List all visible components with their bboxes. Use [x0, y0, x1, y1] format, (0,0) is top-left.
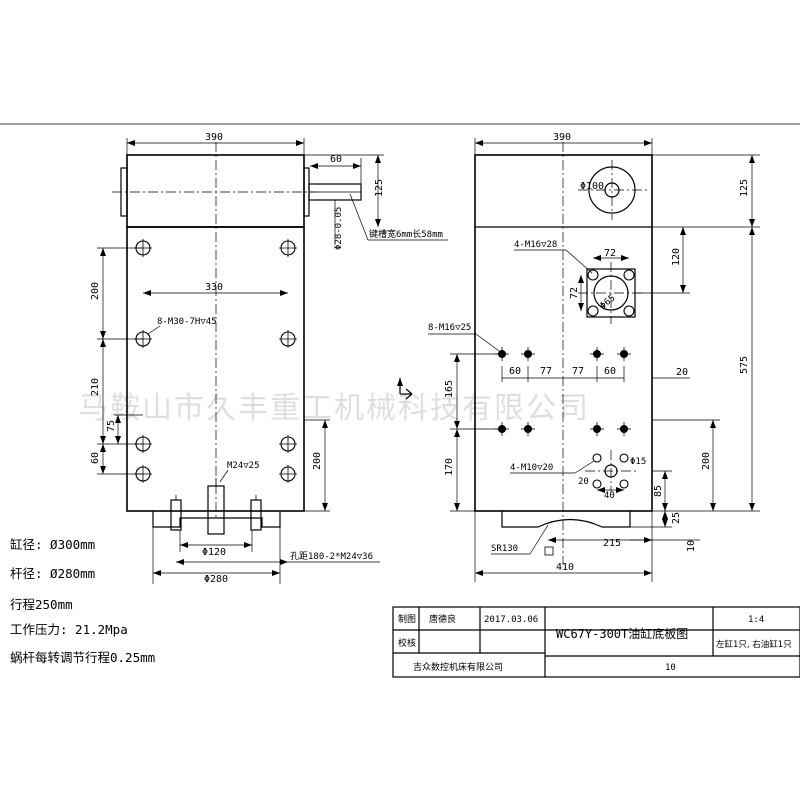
flange-holes-note: 4-M16▽28	[514, 240, 557, 250]
dim-200-right-label: 200	[701, 452, 712, 470]
dim-72-v-label: 72	[569, 287, 580, 299]
sheet-number: 10	[665, 663, 676, 673]
orientation-arrow-icon	[397, 378, 413, 400]
m10-note: 4-M10▽20	[510, 463, 553, 473]
left-main-body	[126, 226, 305, 512]
dim-dia-100-label: Φ100	[580, 181, 604, 192]
m10-hole	[592, 479, 602, 489]
dim-200-b-label: 200	[312, 452, 323, 470]
dim-72-h-label: 72	[604, 248, 616, 259]
dim-10-label: 10	[686, 540, 697, 552]
spacing-77-b: 77	[572, 366, 584, 377]
bolt-right	[250, 499, 262, 531]
dim-575-label: 575	[739, 356, 750, 374]
dim-40-label: 40	[604, 491, 615, 501]
drawing-title: WC67Y-300T油缸底板图	[556, 626, 688, 641]
dim-330-label: 330	[205, 282, 223, 293]
dim-390-left-label: 390	[205, 132, 223, 143]
m10-hole	[619, 453, 629, 463]
circle-dia-100	[588, 166, 636, 214]
drawing-scale: 1:4	[748, 615, 764, 625]
spec-adjust: 蜗杆每转调节行程0.25mm	[10, 650, 155, 665]
watermark: 马鞍山市久丰重工机械科技有限公司	[78, 391, 590, 426]
right-view: Φ100 Φ65 4-M16▽28 72 72 390 125 120	[428, 132, 760, 582]
dim-75-label: 75	[106, 420, 117, 432]
left-top-block	[126, 154, 305, 228]
dim-125-right-label: 125	[739, 179, 750, 197]
dim-60-shaft-label: 60	[330, 154, 342, 165]
left-threaded-holes	[134, 239, 297, 483]
dim-dia-280-label: Φ280	[204, 574, 228, 585]
drawn-label: 制图	[398, 613, 416, 625]
dim-60-left-label: 60	[90, 452, 101, 464]
specs: 缸径: Ø300mm 杆径: Ø280mm 行程250mm 工作压力: 21.2…	[10, 537, 155, 665]
dim-85-label: 85	[653, 485, 664, 497]
dim-200-a-label: 200	[90, 282, 101, 300]
bolt-note: M24▽25	[227, 461, 260, 471]
holes-note-8: 8-M30-7H▽45	[157, 317, 217, 327]
sr-marker	[544, 546, 554, 556]
flange-hole	[623, 269, 635, 281]
holes-note-8-m16: 8-M16▽25	[428, 323, 471, 333]
flange-hole	[587, 305, 599, 317]
drawn-by: 唐德良	[429, 613, 456, 625]
dim-170-label: 170	[444, 458, 455, 476]
dim-390-right-label: 390	[553, 132, 571, 143]
m10-hole	[619, 479, 629, 489]
flange-hole	[587, 269, 599, 281]
left-bottom-base	[152, 511, 281, 528]
right-bottom-base	[501, 511, 631, 528]
dim-210-label: 210	[90, 378, 101, 396]
shaft-dia-label: Φ28-0.05	[334, 207, 344, 250]
dim-165-label: 165	[444, 380, 455, 398]
spacing-60-b: 60	[604, 366, 616, 377]
title-block-frame	[392, 606, 800, 678]
right-hole-rows	[495, 347, 631, 436]
dim-dia-65-label: Φ65	[599, 293, 618, 311]
spec-rod: 杆径: Ø280mm	[10, 566, 95, 581]
dia-15-label: Φ15	[630, 457, 646, 467]
m10-hole	[592, 453, 602, 463]
drawing-date: 2017.03.06	[484, 615, 538, 625]
dim-20-label: 20	[676, 367, 688, 378]
right-main-body	[474, 154, 653, 512]
spec-bore: 缸径: Ø300mm	[10, 537, 95, 552]
dim-125-left-label: 125	[374, 179, 385, 197]
dim-215-label: 215	[603, 538, 621, 549]
sr130-label: SR130	[491, 544, 518, 554]
dim-dia-120-label: Φ120	[202, 547, 226, 558]
left-view: 390 60 125 Φ28-0.05 键槽宽6mm长58mm 330 8-M3…	[90, 132, 448, 585]
dim-410-label: 410	[556, 562, 574, 573]
spec-pressure: 工作压力: 21.2Mpa	[10, 622, 128, 637]
spacing-60-a: 60	[509, 366, 521, 377]
dim-20-b-label: 20	[578, 477, 589, 487]
checked-label: 校核	[398, 637, 416, 649]
dim-120-label: 120	[671, 248, 682, 266]
key-leader	[349, 193, 369, 241]
key-note: 键槽宽6mm长58mm	[369, 228, 443, 240]
dim-25-label: 25	[671, 512, 682, 524]
quantity-note: 左缸1只, 右油缸1只	[716, 639, 792, 650]
company-name: 吉众数控机床有限公司	[413, 661, 503, 673]
flange-hole	[623, 305, 635, 317]
spacing-77-a: 77	[540, 366, 552, 377]
spec-stroke: 行程250mm	[10, 597, 73, 612]
title-block: 制图 唐德良 2017.03.06 WC67Y-300T油缸底板图 1:4 校核…	[392, 606, 800, 678]
hole-spacing-label: 孔距180-2*M24▽36	[290, 551, 373, 562]
circle-dia-100-inner	[604, 182, 620, 198]
